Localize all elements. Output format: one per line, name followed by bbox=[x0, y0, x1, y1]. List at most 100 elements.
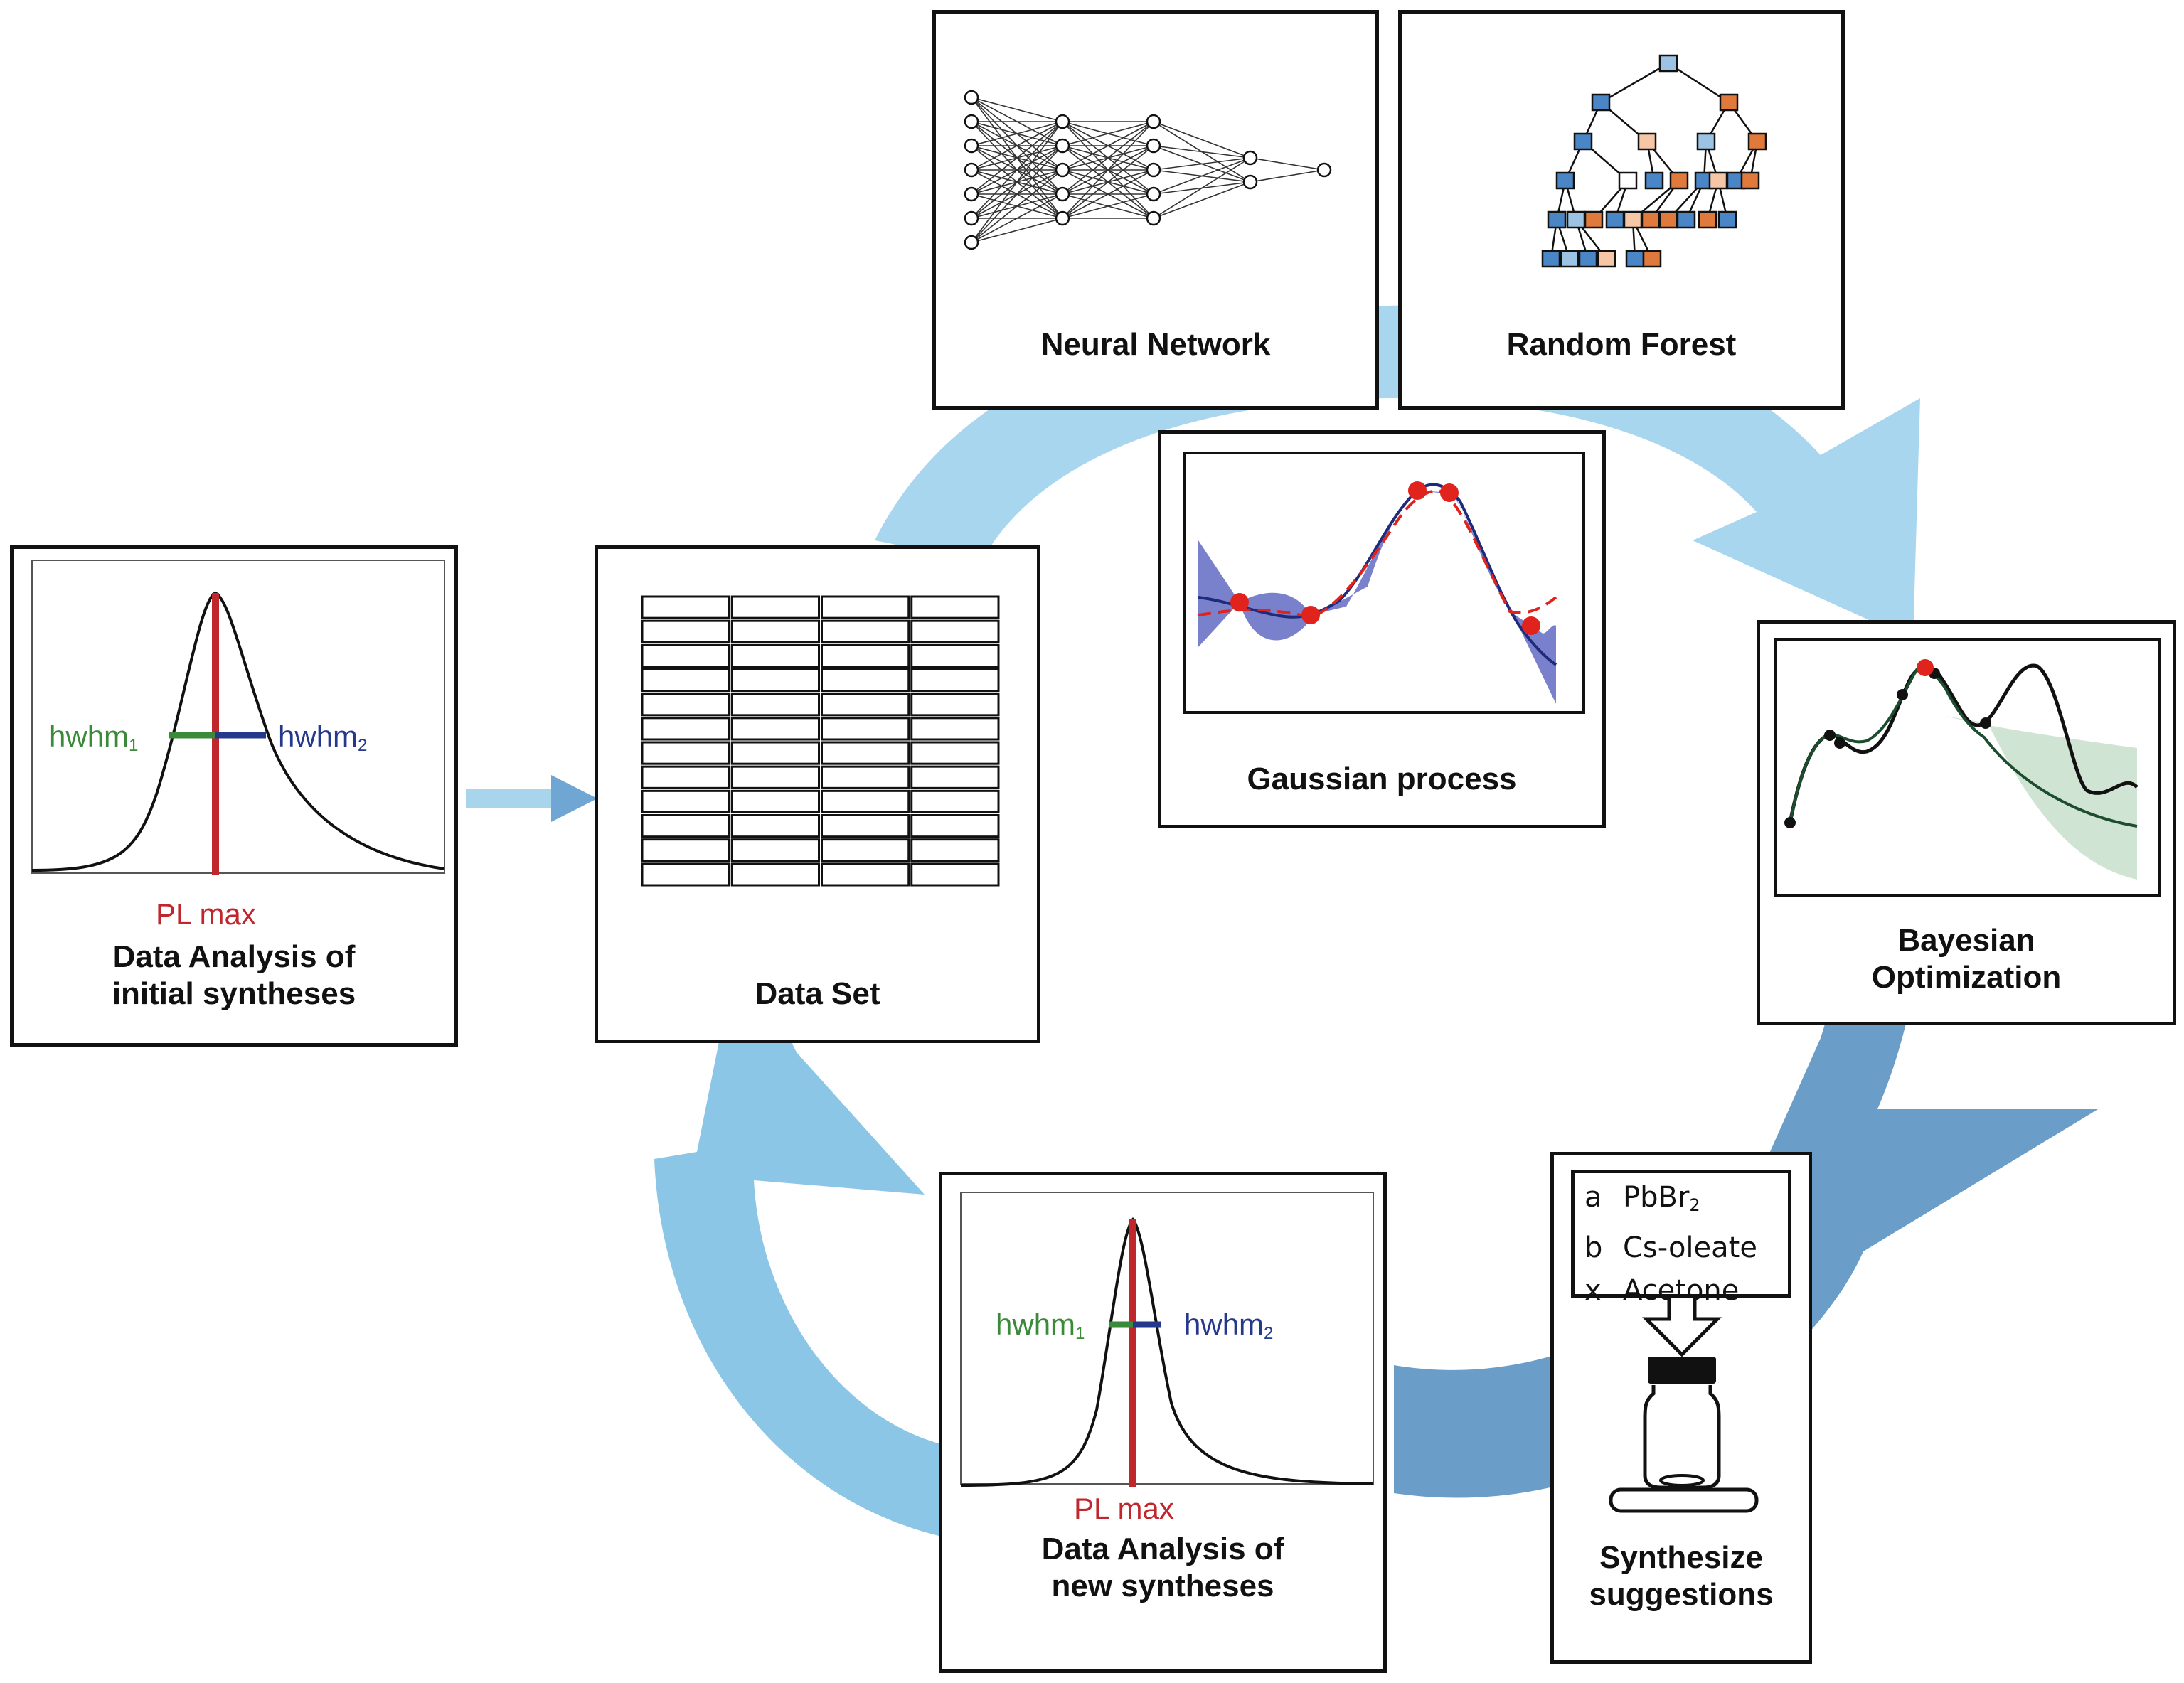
table-cell bbox=[910, 717, 1000, 741]
reagent-name: PbBr bbox=[1623, 1181, 1690, 1214]
bo-sample-point bbox=[1784, 817, 1796, 828]
nn-edge bbox=[1153, 157, 1251, 219]
nn-edge bbox=[971, 121, 1063, 195]
stir-bar bbox=[1659, 1474, 1705, 1487]
spectrum-curve bbox=[960, 1217, 1374, 1487]
table-cell bbox=[641, 814, 730, 838]
table-cell bbox=[910, 814, 1000, 838]
reagent-key: x bbox=[1584, 1274, 1602, 1307]
title-line-2: Optimization bbox=[1871, 960, 2062, 995]
table-cell bbox=[730, 814, 820, 838]
vial-body bbox=[1643, 1385, 1721, 1490]
table-cell bbox=[641, 765, 730, 789]
table-cell bbox=[730, 862, 820, 887]
nn-edge bbox=[1153, 121, 1251, 159]
table-cell bbox=[730, 643, 820, 668]
table-cell bbox=[641, 789, 730, 814]
nn-edge bbox=[1250, 169, 1325, 183]
panel-random-forest: Random Forest bbox=[1398, 10, 1845, 410]
panel-title: Random Forest bbox=[1506, 327, 1737, 362]
reagent-key: a bbox=[1584, 1181, 1602, 1214]
table-cell bbox=[641, 862, 730, 887]
nn-edge bbox=[1062, 193, 1154, 219]
tree-node bbox=[1625, 250, 1645, 268]
tree-node bbox=[1740, 171, 1760, 190]
table-cell bbox=[821, 765, 910, 789]
table-cell bbox=[821, 643, 910, 668]
table-cell bbox=[821, 862, 910, 887]
nn-node bbox=[1055, 114, 1070, 129]
tree-node bbox=[1541, 250, 1561, 268]
table-cell bbox=[910, 595, 1000, 619]
panel-new-analysis: hwhm1 hwhm2 PL max Data Analysis of new … bbox=[939, 1172, 1387, 1673]
nn-node bbox=[1055, 138, 1070, 154]
gp-mean-line bbox=[1198, 483, 1557, 666]
panel-gaussian-process: Gaussian process bbox=[1158, 430, 1606, 828]
tree-node bbox=[1584, 210, 1604, 229]
nn-node bbox=[964, 210, 979, 226]
vial-cap bbox=[1648, 1357, 1716, 1384]
tree-node bbox=[1708, 171, 1728, 190]
table-cell bbox=[730, 619, 820, 643]
nn-edge bbox=[971, 121, 1063, 219]
panel-title: Neural Network bbox=[1040, 327, 1271, 362]
table-cell bbox=[821, 838, 910, 862]
hwhm1-text: hwhm bbox=[49, 720, 129, 753]
nn-node bbox=[964, 114, 979, 129]
tree-node bbox=[1644, 171, 1664, 190]
panel-title: Data Set bbox=[755, 976, 880, 1011]
table-cell bbox=[730, 741, 820, 765]
gp-observation-point bbox=[1230, 593, 1249, 611]
table-cell bbox=[910, 619, 1000, 643]
table-cell bbox=[910, 643, 1000, 668]
reagent-key: b bbox=[1584, 1231, 1603, 1264]
gp-observation-point bbox=[1301, 606, 1320, 624]
hwhm2-subscript: 2 bbox=[1264, 1324, 1274, 1343]
tree-node bbox=[1578, 250, 1598, 268]
nn-edge bbox=[971, 121, 1063, 171]
gp-confidence-band bbox=[1198, 491, 1556, 704]
nn-edge bbox=[1062, 121, 1154, 171]
hwhm2-label: hwhm2 bbox=[278, 720, 367, 756]
tree-node bbox=[1658, 210, 1678, 229]
tree-node bbox=[1573, 132, 1593, 151]
hwhm2-label: hwhm2 bbox=[1184, 1308, 1273, 1344]
nn-edge bbox=[971, 169, 1063, 243]
table-cell bbox=[730, 668, 820, 693]
gp-observation-point bbox=[1522, 616, 1540, 635]
bo-sample-point bbox=[1980, 717, 1991, 729]
tree-node bbox=[1623, 210, 1643, 229]
nn-edge bbox=[971, 193, 1063, 243]
bo-sample-point bbox=[1824, 730, 1836, 741]
reagent-row: a PbBr2 bbox=[1584, 1176, 1778, 1227]
hwhm1-subscript: 1 bbox=[129, 736, 139, 755]
table-cell bbox=[821, 717, 910, 741]
hwhm2-text: hwhm bbox=[1184, 1308, 1264, 1341]
bo-sample-point bbox=[1834, 737, 1845, 749]
tree-node bbox=[1555, 171, 1575, 190]
tree-node bbox=[1717, 210, 1737, 229]
title-line-1: Data Analysis of bbox=[1041, 1532, 1284, 1566]
gp-true-function bbox=[1198, 488, 1557, 619]
table-cell bbox=[910, 693, 1000, 717]
table-cell bbox=[821, 741, 910, 765]
hwhm1-label: hwhm1 bbox=[996, 1308, 1085, 1344]
table-cell bbox=[641, 741, 730, 765]
reagent-subscript: 2 bbox=[1689, 1195, 1700, 1215]
nn-node bbox=[1316, 162, 1332, 178]
table-cell bbox=[910, 862, 1000, 887]
table-cell bbox=[910, 741, 1000, 765]
table-cell bbox=[730, 595, 820, 619]
tree-edge bbox=[1600, 62, 1669, 104]
cycle-arrow-bottom-left bbox=[654, 939, 939, 1536]
nn-node bbox=[1055, 186, 1070, 202]
tree-node bbox=[1641, 210, 1661, 229]
table-cell bbox=[641, 838, 730, 862]
title-line-2: initial syntheses bbox=[112, 976, 356, 1011]
nn-node bbox=[964, 235, 979, 250]
tree-node bbox=[1566, 210, 1586, 229]
nn-node bbox=[964, 90, 979, 105]
